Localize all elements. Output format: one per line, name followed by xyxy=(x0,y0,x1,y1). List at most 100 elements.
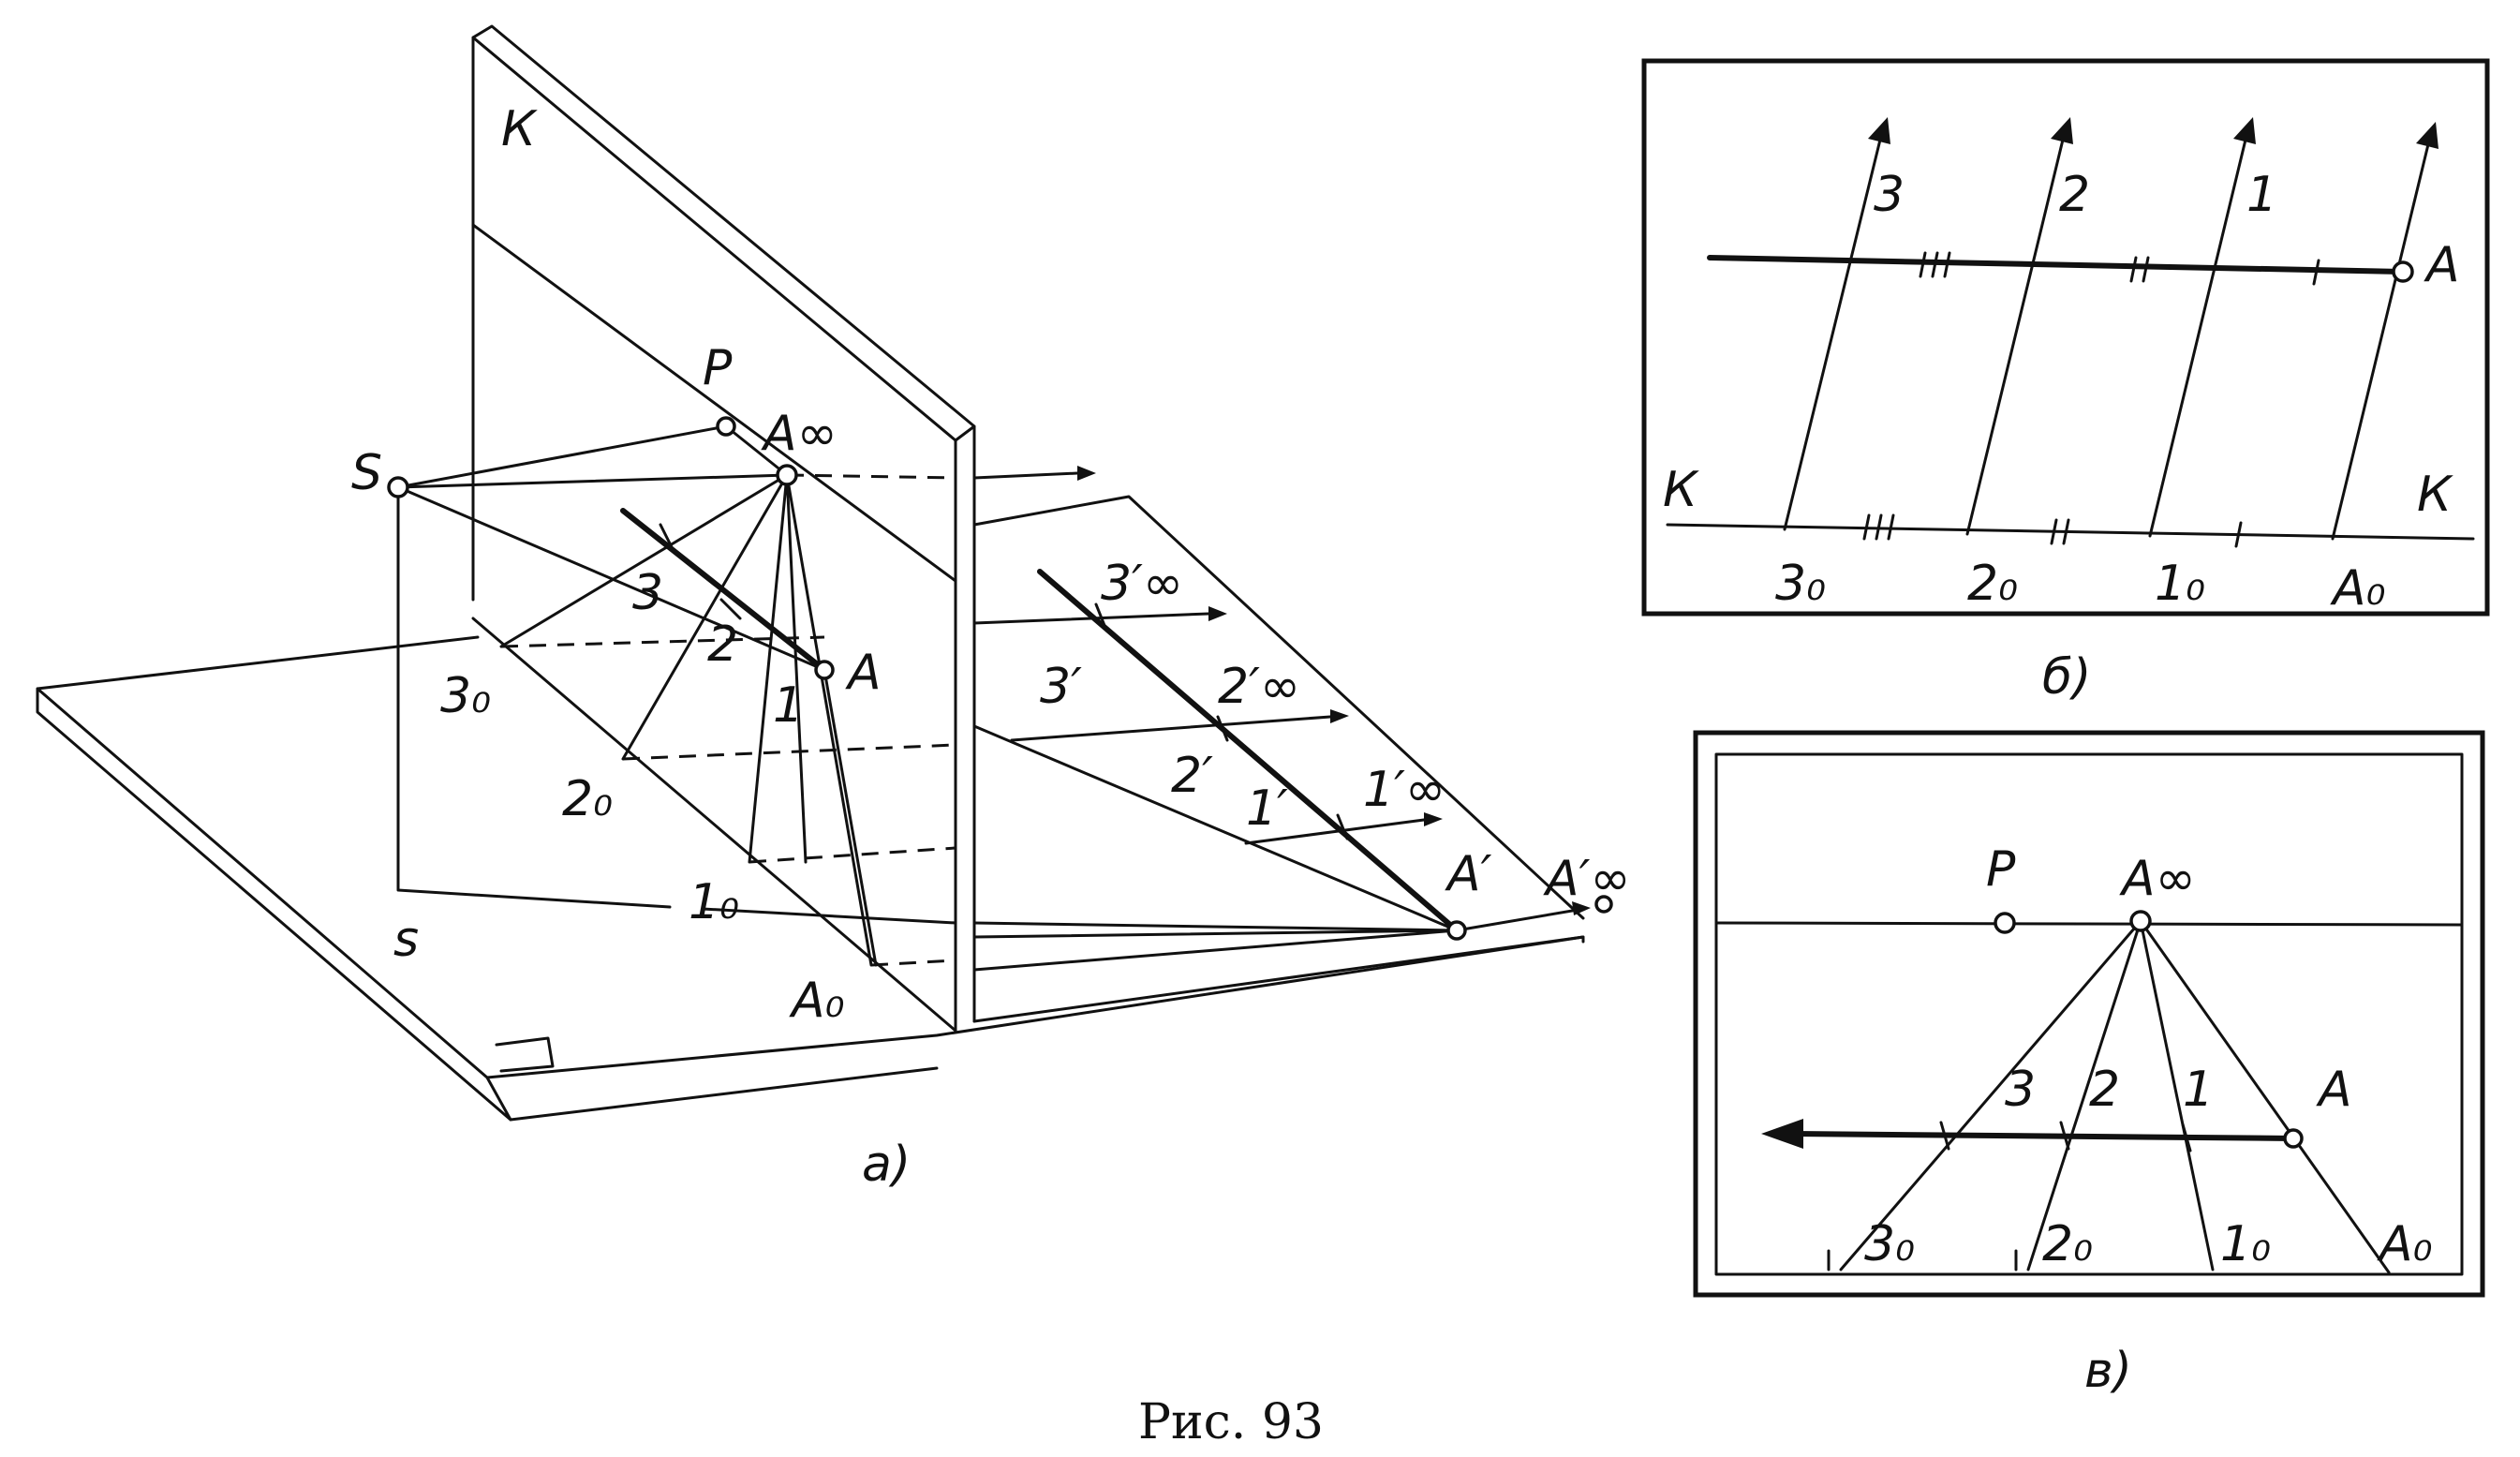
ground-symbol xyxy=(495,1036,555,1073)
arrowhead xyxy=(1572,901,1591,915)
ray-ainf-x xyxy=(785,473,808,864)
label-k-right: К xyxy=(2417,467,2453,523)
ray-2 xyxy=(1965,134,2066,536)
arrowhead xyxy=(1868,117,1890,144)
label-3: 3 xyxy=(1874,167,1905,223)
figure-caption: Рис. 93 xyxy=(1138,1394,1324,1450)
label-a: A xyxy=(845,645,882,701)
tick-1p xyxy=(1336,813,1349,840)
tick-2p xyxy=(1216,715,1229,742)
ray-30 xyxy=(1839,919,2142,1271)
fan-1 xyxy=(972,724,1459,932)
panel-b: 3 2 1 A К К 3₀ 2₀ 1₀ A₀ б) xyxy=(1641,58,2490,706)
label-p: P xyxy=(703,340,733,396)
label-s-foot: s xyxy=(393,912,419,968)
point-a-inf xyxy=(776,464,798,486)
label-20: 2₀ xyxy=(562,771,613,827)
label-2prime: 2′ xyxy=(1171,748,1213,804)
line-a-horizontal xyxy=(1707,255,2406,275)
label-30: 3₀ xyxy=(1775,556,1826,612)
line-a-thick xyxy=(620,508,827,673)
picture-plane-k xyxy=(471,24,976,1033)
tick-3p xyxy=(1094,602,1107,630)
label-a-prime: A′ xyxy=(1445,846,1492,902)
point-a-prime xyxy=(1446,920,1467,941)
panel-a-tag: а) xyxy=(862,1137,911,1193)
panel-b-frame xyxy=(1641,58,2490,617)
label-k-left: К xyxy=(1663,462,1699,518)
line-to-ainf-prime xyxy=(1455,907,1585,932)
ray-ainf-20 xyxy=(621,473,789,761)
label-p: P xyxy=(1986,841,2016,898)
label-a: A xyxy=(2424,237,2460,293)
line-k xyxy=(1666,523,2475,541)
hash-triple-top xyxy=(1919,251,1951,278)
ground-trace xyxy=(701,907,957,925)
hash-single-k xyxy=(2234,521,2243,548)
dash-20 xyxy=(622,743,956,761)
arrowhead xyxy=(2233,117,2256,144)
label-3prime: 3′ xyxy=(1040,659,1082,715)
line-a-down xyxy=(823,668,878,967)
panel-a: К P S s A∞ A 3 2 1 3₀ 2₀ 1₀ A₀ 3′ 2′ 1′ … xyxy=(36,24,1631,1193)
label-a-inf: A∞ xyxy=(2119,851,2196,907)
label-k: К xyxy=(501,101,538,157)
label-10: 1₀ xyxy=(689,874,739,930)
arrowhead xyxy=(1330,709,1349,723)
horizon-line xyxy=(1714,921,2464,927)
line-2p xyxy=(1010,715,1332,742)
panel-b-tag: б) xyxy=(2042,649,2091,706)
point-a xyxy=(2392,260,2414,283)
point-p xyxy=(1994,912,2016,934)
arrowhead xyxy=(2416,122,2438,149)
panel-v-tag: в) xyxy=(2084,1343,2132,1399)
tick-3 xyxy=(659,523,676,555)
label-20: 2₀ xyxy=(1967,556,2018,612)
dash-a0 xyxy=(870,959,956,967)
point-p xyxy=(716,416,736,437)
label-1: 1 xyxy=(2246,167,2277,223)
ground-plane xyxy=(36,635,1585,1122)
label-a-prime-inf: A′∞ xyxy=(1543,851,1631,907)
point-a xyxy=(2283,1128,2304,1149)
line-a-thick xyxy=(1791,1131,2296,1141)
arrowhead xyxy=(1208,606,1227,621)
label-1: 1 xyxy=(2183,1062,2214,1118)
label-a0: A₀ xyxy=(2330,560,2386,617)
horizon-line xyxy=(471,223,957,583)
arrowhead xyxy=(1424,812,1443,826)
arrow-ainf-right xyxy=(972,471,1079,480)
point-a xyxy=(814,660,835,680)
label-1prime: 1′ xyxy=(1246,781,1288,837)
dash-30 xyxy=(500,635,825,648)
ray-a0 xyxy=(2139,919,2391,1274)
tick-2 xyxy=(719,598,742,620)
line-aprime-thick xyxy=(1037,569,1460,933)
hash-double-top xyxy=(2129,256,2150,283)
ray-20 xyxy=(2026,919,2142,1271)
label-3: 3 xyxy=(632,565,663,621)
panel-v-frame-inner xyxy=(1714,752,2464,1276)
projection-plane xyxy=(972,495,1585,1023)
observer-vertical xyxy=(396,485,672,909)
panel-v-frame-outer xyxy=(1693,730,2485,1298)
ray-s-ainf xyxy=(396,473,789,489)
label-a-inf: A∞ xyxy=(761,406,838,462)
ray-ainf-a0 xyxy=(785,473,873,967)
fan-2 xyxy=(972,921,1459,932)
line-1p xyxy=(1244,818,1426,845)
ray-3 xyxy=(1783,134,1883,531)
label-3prime-inf: 3′∞ xyxy=(1101,556,1183,612)
panel-v: P A∞ 3 2 1 A 3₀ 2₀ 1₀ A₀ в) xyxy=(1693,730,2485,1399)
hash-triple-k xyxy=(1862,513,1895,541)
ray-s-p xyxy=(396,424,728,489)
label-2: 2 xyxy=(707,617,738,673)
label-a0: A₀ xyxy=(789,973,845,1029)
label-30: 3₀ xyxy=(1864,1216,1915,1272)
ray-s-a xyxy=(396,485,826,672)
dash-ainf xyxy=(786,473,956,480)
label-2prime-inf: 2′∞ xyxy=(1218,659,1300,715)
ray-a xyxy=(2331,139,2431,541)
fan-3 xyxy=(972,929,1459,939)
